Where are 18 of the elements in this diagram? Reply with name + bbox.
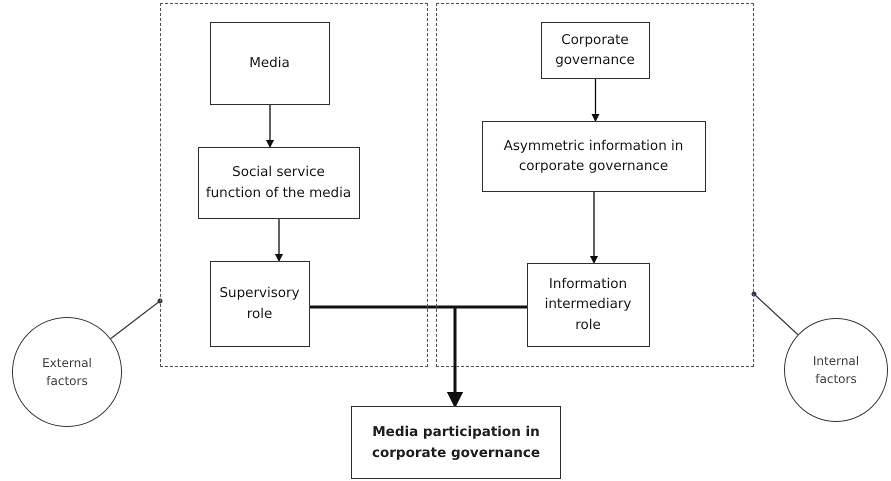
arrow [590, 192, 598, 264]
process-box: Corporate governance [540, 22, 650, 78]
process-box: Media [210, 22, 330, 104]
process-box: Asymmetric information in corporate governance [482, 120, 706, 192]
factor-circle: External factors [12, 317, 122, 427]
process-box: Information intermediary role [526, 262, 650, 346]
arrow [592, 79, 600, 122]
process-box: Media participation in corporate governance [351, 406, 561, 479]
arrow [266, 105, 274, 148]
arrow [275, 219, 283, 262]
dashed-group-frame [160, 3, 428, 367]
leader-line [110, 298, 162, 340]
leader-line [752, 292, 798, 336]
factor-circle: Internal factors [784, 318, 888, 422]
arrow [447, 306, 527, 408]
process-box: Supervisory role [210, 260, 310, 346]
dashed-group-frame [436, 3, 754, 367]
process-box: Social service function of the media [198, 146, 360, 218]
